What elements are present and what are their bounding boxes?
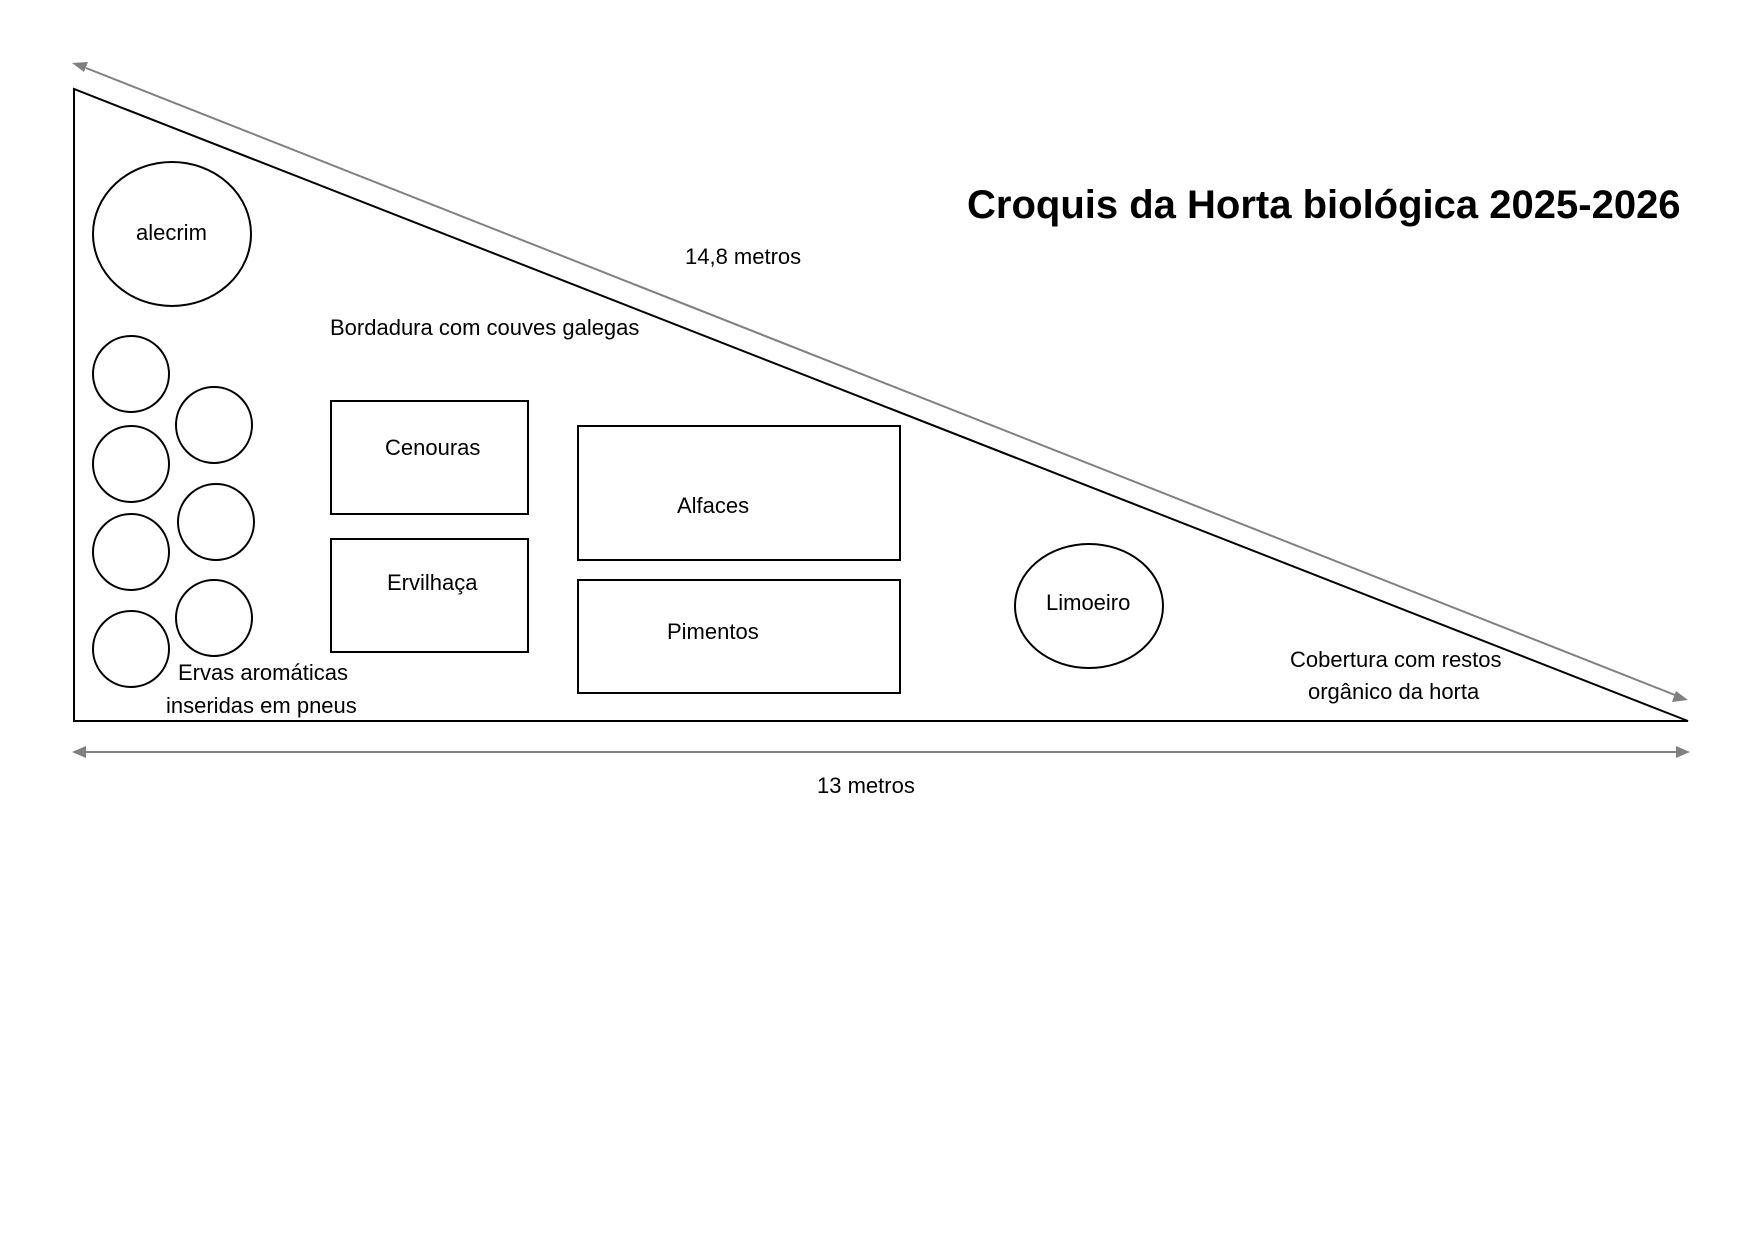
mulch-label-line2: orgânico da horta bbox=[1308, 679, 1480, 704]
rosemary-plot bbox=[92, 161, 252, 307]
arrow-left-icon bbox=[72, 62, 88, 72]
peppers-bed bbox=[577, 579, 901, 694]
base-dimension bbox=[72, 746, 1690, 758]
base-length-label: 13 metros bbox=[817, 773, 915, 798]
herb-tire bbox=[175, 386, 253, 464]
lemon-tree-plot bbox=[1014, 543, 1164, 669]
herb-tire bbox=[92, 513, 170, 591]
vetch-bed bbox=[330, 538, 529, 653]
hypotenuse-dimension bbox=[72, 62, 1688, 702]
lemon-tree-label: Limoeiro bbox=[1046, 590, 1130, 615]
herbs-label-line2: inseridas em pneus bbox=[166, 693, 357, 718]
vetch-label: Ervilhaça bbox=[387, 570, 478, 595]
border-label: Bordadura com couves galegas bbox=[330, 315, 639, 340]
herb-tire bbox=[175, 579, 253, 657]
carrots-label: Cenouras bbox=[385, 435, 480, 460]
arrow-right-icon bbox=[1672, 691, 1688, 702]
rosemary-label: alecrim bbox=[136, 220, 207, 245]
herbs-label-line1: Ervas aromáticas bbox=[178, 660, 348, 685]
mulch-label-line1: Cobertura com restos bbox=[1290, 647, 1502, 672]
arrow-right-icon bbox=[1676, 746, 1690, 758]
herb-tire bbox=[177, 483, 255, 561]
herb-tire bbox=[92, 610, 170, 688]
peppers-label: Pimentos bbox=[667, 619, 759, 644]
arrow-left-icon bbox=[72, 746, 86, 758]
garden-plot-outline bbox=[73, 87, 1689, 722]
herb-tire bbox=[92, 335, 170, 413]
lettuce-bed bbox=[577, 425, 901, 561]
page-title: Croquis da Horta biológica 2025-2026 bbox=[967, 183, 1681, 227]
herb-tires bbox=[92, 335, 255, 688]
hypotenuse-length-label: 14,8 metros bbox=[685, 244, 801, 269]
herb-tire bbox=[92, 425, 170, 503]
carrots-bed bbox=[330, 400, 529, 515]
lettuce-label: Alfaces bbox=[677, 493, 749, 518]
